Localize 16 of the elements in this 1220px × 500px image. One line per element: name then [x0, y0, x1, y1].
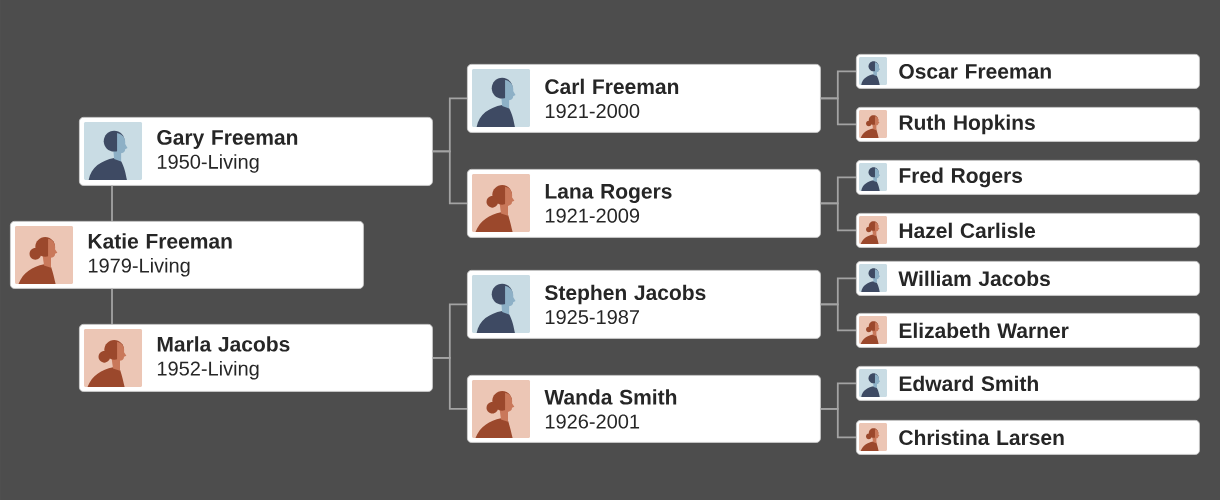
person-card: Oscar Freeman [856, 54, 1200, 89]
connector-line [111, 287, 113, 325]
connector-line [819, 303, 857, 332]
person-card: Elizabeth Warner [856, 313, 1200, 348]
person-card: Christina Larsen [856, 420, 1200, 455]
person-card: Ruth Hopkins [856, 107, 1200, 142]
connector-line [431, 357, 468, 410]
person-card: Hazel Carlisle [856, 213, 1200, 248]
connector-line [111, 184, 113, 222]
connector-line [819, 202, 857, 232]
person-card: Fred Rogers [856, 160, 1200, 195]
connector-line [819, 408, 857, 439]
person-card: Edward Smith [856, 366, 1200, 401]
connector-line [819, 97, 857, 126]
person-card: William Jacobs [856, 261, 1200, 296]
connector-line [431, 150, 468, 205]
